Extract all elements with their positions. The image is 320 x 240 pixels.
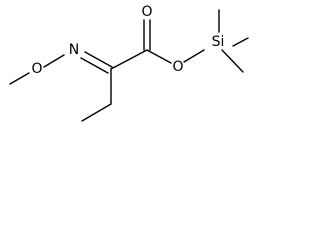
bond-n-c-double-1 bbox=[84, 51, 113, 68]
bond-si-methyl-down bbox=[221, 49, 244, 73]
structure-diagram: O N O O Si bbox=[9, 4, 249, 122]
atom-label-ester-o: O bbox=[172, 59, 183, 75]
bonds bbox=[9, 9, 249, 122]
atom-label-silicon: Si bbox=[212, 34, 225, 50]
bond-c-carbonyl bbox=[110, 49, 148, 70]
atom-label-oxime-o: O bbox=[31, 61, 42, 77]
bond-ch2-ch3 bbox=[81, 103, 112, 122]
bond-si-methyl-right bbox=[232, 37, 249, 47]
bond-carbonyl-ester-o bbox=[146, 49, 172, 64]
atom-label-carbonyl-o: O bbox=[141, 4, 152, 20]
atom-label-oxime-n: N bbox=[69, 42, 79, 58]
bond-ester-o-si bbox=[183, 49, 205, 63]
atom-labels: O N O O Si bbox=[31, 4, 224, 77]
bond-methyl-o bbox=[9, 72, 30, 85]
bond-n-c-double-2 bbox=[80, 57, 109, 74]
bond-o-n bbox=[43, 54, 65, 68]
